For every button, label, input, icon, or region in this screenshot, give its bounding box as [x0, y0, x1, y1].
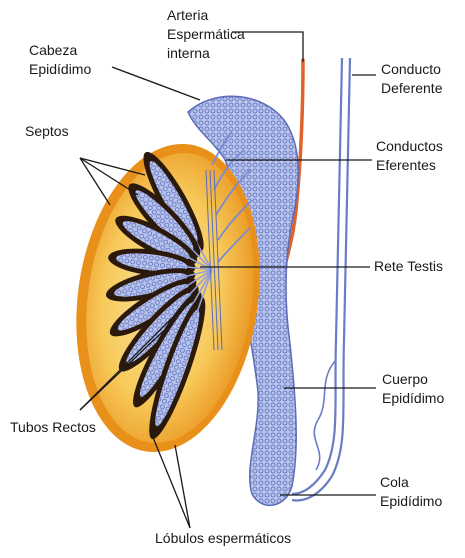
- label-septos: Septos: [25, 122, 69, 141]
- label-cola-epididimo: Cola Epidídimo: [380, 473, 442, 511]
- label-cuerpo-epididimo: Cuerpo Epidídimo: [382, 370, 444, 408]
- label-lobulos-espermaticos: Lóbulos espermáticos: [155, 529, 291, 548]
- label-conducto-deferente: Conducto Deferente: [381, 60, 442, 98]
- label-rete-testis: Rete Testis: [374, 257, 443, 276]
- leader-cabeza: [112, 67, 200, 100]
- label-cabeza-epididimo: Cabeza Epidídimo: [29, 41, 91, 79]
- label-conductos-eferentes: Conductos Eferentes: [376, 137, 443, 175]
- leader-lobulos-2: [175, 445, 190, 528]
- label-arteria: Arteria Espermática interna: [167, 6, 245, 63]
- label-tubos-rectos: Tubos Rectos: [10, 418, 96, 437]
